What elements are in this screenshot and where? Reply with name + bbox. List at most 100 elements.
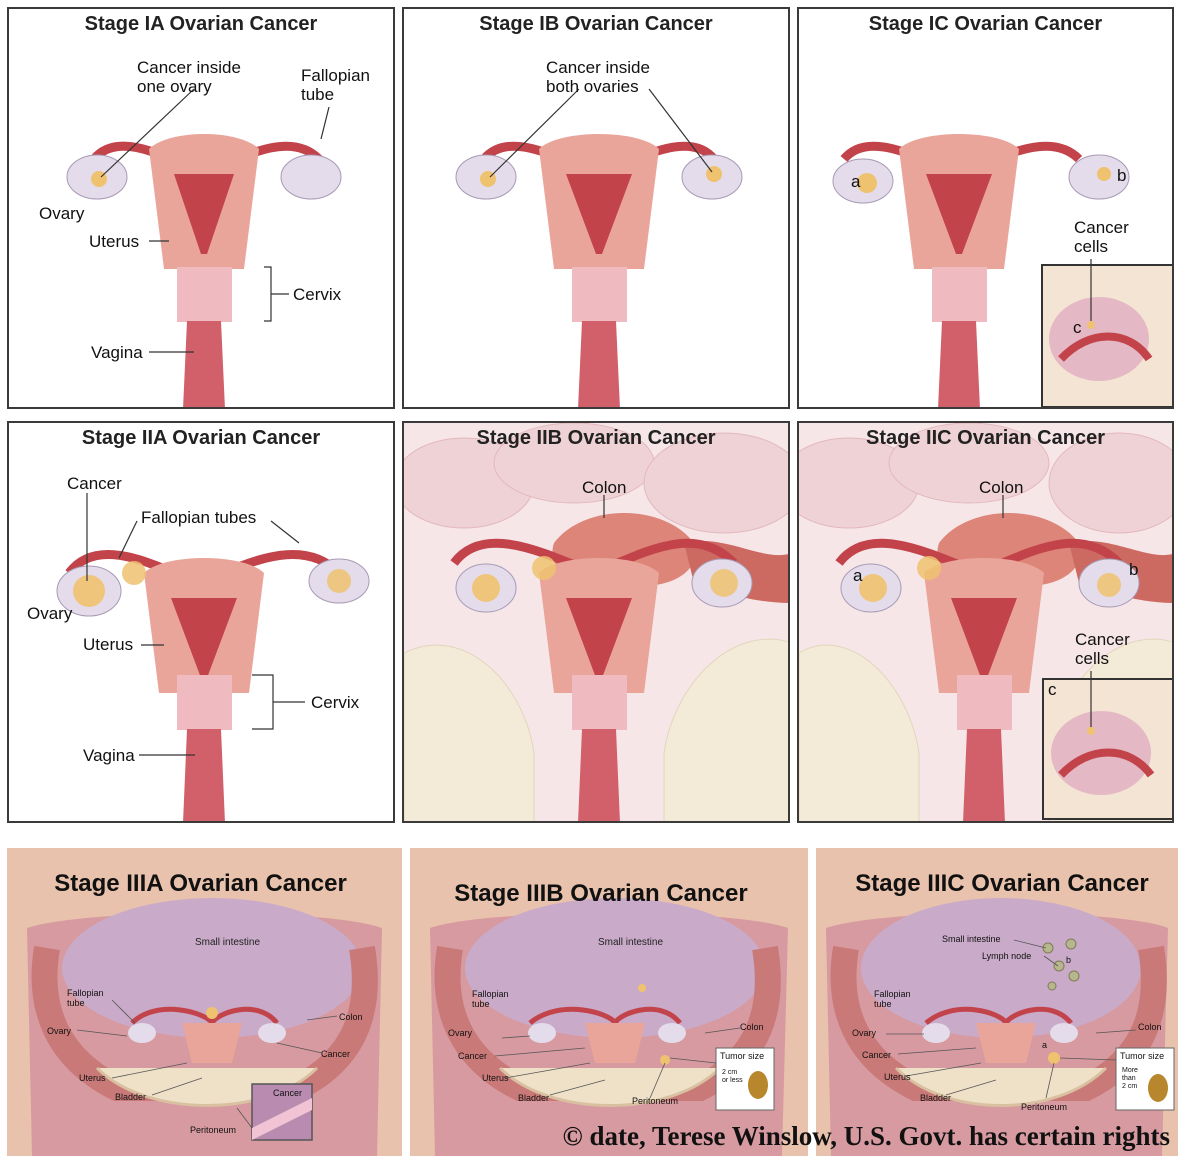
- label-fallopian-tube-2: tube: [301, 85, 334, 104]
- panel-title: Stage IA Ovarian Cancer: [9, 13, 393, 36]
- panel-title: Stage IB Ovarian Cancer: [404, 13, 788, 36]
- reproductive-anatomy: [456, 134, 742, 409]
- label-cancer: Cancer inside: [137, 58, 241, 77]
- label-cancer-cells: Cancer: [1075, 630, 1130, 649]
- label-bladder: Bladder: [518, 1093, 549, 1103]
- label-tumor-size: Tumor size: [1120, 1051, 1164, 1061]
- label-bladder: Bladder: [920, 1093, 951, 1103]
- label-small-intestine: Small intestine: [598, 937, 663, 948]
- label-a: a: [853, 566, 863, 585]
- label-colon: Colon: [582, 478, 626, 497]
- label-small-intestine: Small intestine: [942, 934, 1001, 944]
- label-fallopian-tubes: Fallopian tubes: [141, 508, 256, 527]
- tumor: [1097, 573, 1121, 597]
- label-fallopian-tube-2: tube: [874, 999, 892, 1009]
- label-colon: Colon: [979, 478, 1023, 497]
- label-size-1: 2 cm: [722, 1069, 737, 1076]
- label-uterus: Uterus: [83, 635, 133, 654]
- label-colon: Colon: [740, 1022, 764, 1032]
- label-tumor-size: Tumor size: [720, 1051, 764, 1061]
- label-cervix: Cervix: [293, 285, 342, 304]
- label-fallopian-tube-2: tube: [472, 999, 490, 1009]
- label-peritoneum: Peritoneum: [190, 1125, 236, 1135]
- tumor: [1097, 167, 1111, 181]
- label-cancer-cells-2: cells: [1074, 237, 1108, 256]
- reproductive-anatomy: [67, 134, 341, 409]
- label-c: c: [1073, 318, 1082, 337]
- panel-stage-ia: Stage IA Ovarian Cancer Cancer inside on…: [7, 7, 395, 409]
- label-inset-cancer: Cancer: [273, 1088, 302, 1098]
- uterus-illustration: Cancer inside one ovary Fallopian tube O…: [9, 9, 395, 409]
- panel-stage-iia: Stage IIA Ovarian Cancer Cancer Fallopia…: [7, 421, 395, 823]
- label-ovary: Ovary: [27, 604, 73, 623]
- label-a: a: [851, 172, 861, 191]
- tumor: [73, 575, 105, 607]
- label-ovary: Ovary: [852, 1028, 877, 1038]
- label-peritoneum: Peritoneum: [632, 1096, 678, 1106]
- label-fallopian-tube: Fallopian: [874, 989, 911, 999]
- label-b: b: [1129, 560, 1138, 579]
- uterus-illustration: Colon: [404, 423, 790, 823]
- small-intestine: [465, 898, 765, 1038]
- copyright-notice: © date, Terese Winslow, U.S. Govt. has c…: [563, 1121, 1170, 1152]
- label-lymph-node: Lymph node: [982, 951, 1031, 961]
- reproductive-anatomy: [57, 554, 369, 823]
- panel-stage-iic: Stage IIC Ovarian Cancer Colon a: [797, 421, 1174, 823]
- panel-stage-iiic: Stage IIIC Ovarian Cancer: [816, 848, 1178, 1156]
- label-fallopian-tube-2: tube: [67, 998, 85, 1008]
- label-b: b: [1117, 166, 1126, 185]
- inset-sagittal-view: c: [1043, 671, 1174, 819]
- label-uterus: Uterus: [884, 1072, 911, 1082]
- panel-title: Stage IIA Ovarian Cancer: [9, 427, 393, 450]
- tumor: [917, 556, 941, 580]
- uterus-illustration: a b Cancer cells c: [799, 9, 1174, 409]
- panel-title: Stage IIB Ovarian Cancer: [404, 427, 788, 450]
- label-c: c: [1048, 680, 1057, 699]
- panel-stage-iiib: Stage IIIB Ovarian Cancer Small intest: [410, 848, 808, 1156]
- label-fallopian-tube: Fallopian: [472, 989, 509, 999]
- label-uterus: Uterus: [89, 232, 139, 251]
- tumor: [532, 556, 556, 580]
- label-ovary: Ovary: [39, 204, 85, 223]
- label-vagina: Vagina: [91, 343, 143, 362]
- label-colon: Colon: [1138, 1022, 1162, 1032]
- label-size-3: 2 cm: [1122, 1083, 1137, 1090]
- panel-stage-ic: Stage IC Ovarian Cancer a b Cancer cells…: [797, 7, 1174, 409]
- panel-title: Stage IIIA Ovarian Cancer: [7, 870, 402, 898]
- panel-title: Stage IIIB Ovarian Cancer: [410, 880, 808, 908]
- label-cancer-2: both ovaries: [546, 77, 639, 96]
- label-fallopian-tube: Fallopian: [67, 988, 104, 998]
- label-uterus: Uterus: [482, 1073, 509, 1083]
- panel-title: Stage IIC Ovarian Cancer: [799, 427, 1172, 450]
- tumor: [706, 166, 722, 182]
- label-bladder: Bladder: [115, 1092, 146, 1102]
- label-ovary: Ovary: [448, 1028, 473, 1038]
- label-cancer: Cancer: [862, 1050, 891, 1060]
- label-b: b: [1066, 955, 1071, 965]
- label-ovary: Ovary: [47, 1026, 72, 1036]
- label-small-intestine: Small intestine: [195, 937, 260, 948]
- label-cancer: Cancer: [321, 1049, 350, 1059]
- label-cancer: Cancer inside: [546, 58, 650, 77]
- label-a: a: [1042, 1040, 1047, 1050]
- tumor: [710, 569, 738, 597]
- uterus-illustration: Cancer Fallopian tubes Ovary Uterus Cerv…: [9, 423, 395, 823]
- label-cancer: Cancer: [67, 474, 122, 493]
- label-cancer-cells: Cancer: [1074, 218, 1129, 237]
- uterus-illustration: Colon a b Cancer cells c: [799, 423, 1174, 823]
- label-size-2: or less: [722, 1077, 743, 1084]
- tumor: [859, 574, 887, 602]
- inset-sagittal-view: c: [1042, 259, 1174, 407]
- uterus-illustration: Cancer inside both ovaries: [404, 9, 790, 409]
- label-vagina: Vagina: [83, 746, 135, 765]
- label-cancer-cells-2: cells: [1075, 649, 1109, 668]
- label-cervix: Cervix: [311, 693, 360, 712]
- tumor: [122, 561, 146, 585]
- label-uterus: Uterus: [79, 1073, 106, 1083]
- tumor: [327, 569, 351, 593]
- panel-stage-ib: Stage IB Ovarian Cancer Cancer inside bo…: [402, 7, 790, 409]
- label-cancer-2: one ovary: [137, 77, 212, 96]
- label-peritoneum: Peritoneum: [1021, 1102, 1067, 1112]
- panel-title: Stage IC Ovarian Cancer: [799, 13, 1172, 36]
- panel-stage-iib: Stage IIB Ovarian Cancer Colon: [402, 421, 790, 823]
